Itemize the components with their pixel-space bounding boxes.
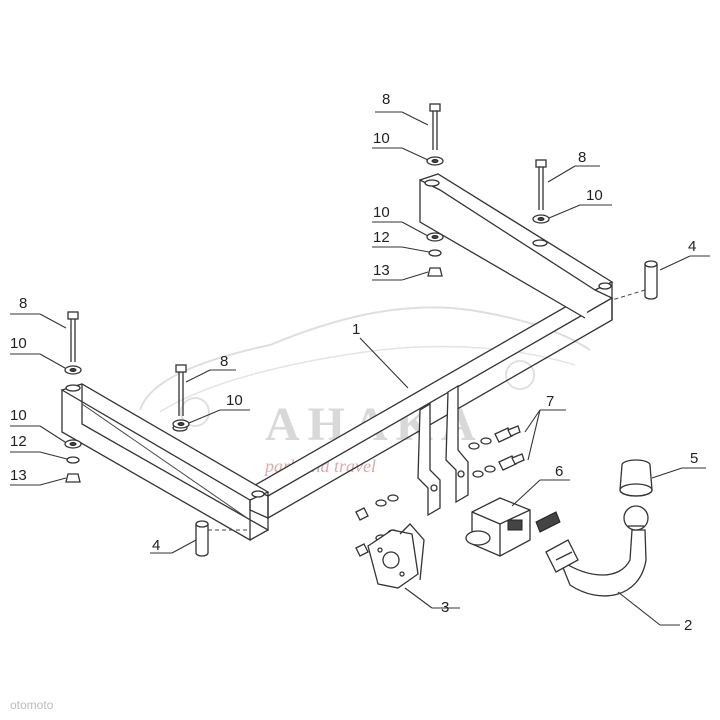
callout-4-right: 4 xyxy=(688,238,696,255)
callout-10-top: 10 xyxy=(373,130,390,147)
callout-8-left: 8 xyxy=(19,295,27,312)
bolt-stack-middle xyxy=(172,364,190,429)
callout-10-left: 10 xyxy=(10,335,27,352)
callout-1: 1 xyxy=(352,321,360,338)
electrical-socket xyxy=(465,497,561,557)
cross-beam xyxy=(60,173,614,542)
callout-4-left: 4 xyxy=(152,537,160,554)
callout-7: 7 xyxy=(546,393,554,410)
callout-labels: 1 2 3 4 4 5 6 7 8 8 8 8 10 10 10 10 10 1… xyxy=(10,91,698,634)
callout-13-top: 13 xyxy=(373,262,390,279)
corner-watermark: otomoto xyxy=(10,698,54,712)
spacer-tube-left xyxy=(195,520,250,557)
bolt-stack-right xyxy=(532,159,550,224)
tow-ball-cap xyxy=(619,459,653,497)
callout-10-middle: 10 xyxy=(226,392,243,409)
callout-5: 5 xyxy=(690,450,698,467)
callout-3: 3 xyxy=(441,599,449,616)
callout-10-lower-left: 10 xyxy=(10,407,27,424)
leader-lines xyxy=(10,111,710,626)
callout-2: 2 xyxy=(684,617,692,634)
tow-ball-arm xyxy=(545,505,649,597)
socket-bracket xyxy=(367,523,425,589)
callout-6: 6 xyxy=(555,463,563,480)
callout-12-left: 12 xyxy=(10,433,27,450)
callout-13-left: 13 xyxy=(10,467,27,484)
callout-8-top: 8 xyxy=(382,91,390,108)
callout-10-mid: 10 xyxy=(373,204,390,221)
callout-8-right: 8 xyxy=(578,149,586,166)
callout-12-top: 12 xyxy=(373,229,390,246)
callout-10-right: 10 xyxy=(586,187,603,204)
bolt-stack-left xyxy=(64,311,82,483)
callout-8-middle: 8 xyxy=(220,353,228,370)
spacer-tube-right xyxy=(611,260,658,301)
bolt-stack-top xyxy=(426,103,444,277)
